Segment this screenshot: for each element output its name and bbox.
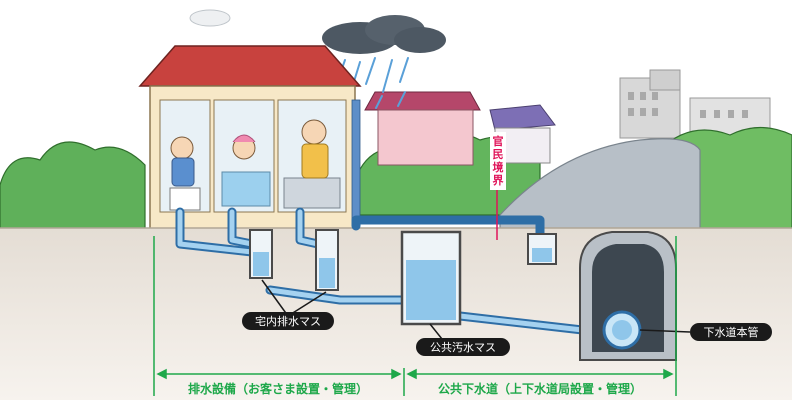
sewer-main-label: 下水道本管 bbox=[690, 323, 772, 341]
rainwater-box bbox=[527, 233, 557, 265]
svg-text:下水道本管: 下水道本管 bbox=[704, 325, 759, 339]
boundary-char-2: 民 bbox=[493, 148, 504, 161]
house bbox=[138, 45, 362, 231]
inhouse-drain-box-left bbox=[249, 229, 273, 279]
boundary-char-4: 界 bbox=[493, 174, 504, 187]
inhouse-drain-box-label: 宅内排水マス bbox=[242, 312, 334, 330]
private-scope-label: 排水設備（お客さま設置・管理） bbox=[188, 381, 368, 396]
public-sewage-box bbox=[400, 230, 462, 326]
inhouse-drain-box-right bbox=[315, 229, 339, 291]
svg-text:宅内排水マス: 宅内排水マス bbox=[255, 314, 321, 328]
boundary-char-1: 官 bbox=[493, 134, 504, 148]
boundary-char-3: 境 bbox=[493, 160, 504, 174]
boundary-label: 官 民 境 界 bbox=[490, 132, 506, 190]
public-scope-label: 公共下水道（上下水道局設置・管理） bbox=[438, 381, 642, 396]
background-scenery bbox=[0, 69, 792, 231]
callout-lines bbox=[261, 279, 691, 345]
svg-text:公共汚水マス: 公共汚水マス bbox=[430, 341, 496, 354]
manhole bbox=[579, 231, 677, 361]
rain-cloud bbox=[189, 9, 446, 109]
public-sewage-box-label: 公共汚水マス bbox=[416, 338, 510, 356]
scope-brackets bbox=[153, 236, 677, 396]
